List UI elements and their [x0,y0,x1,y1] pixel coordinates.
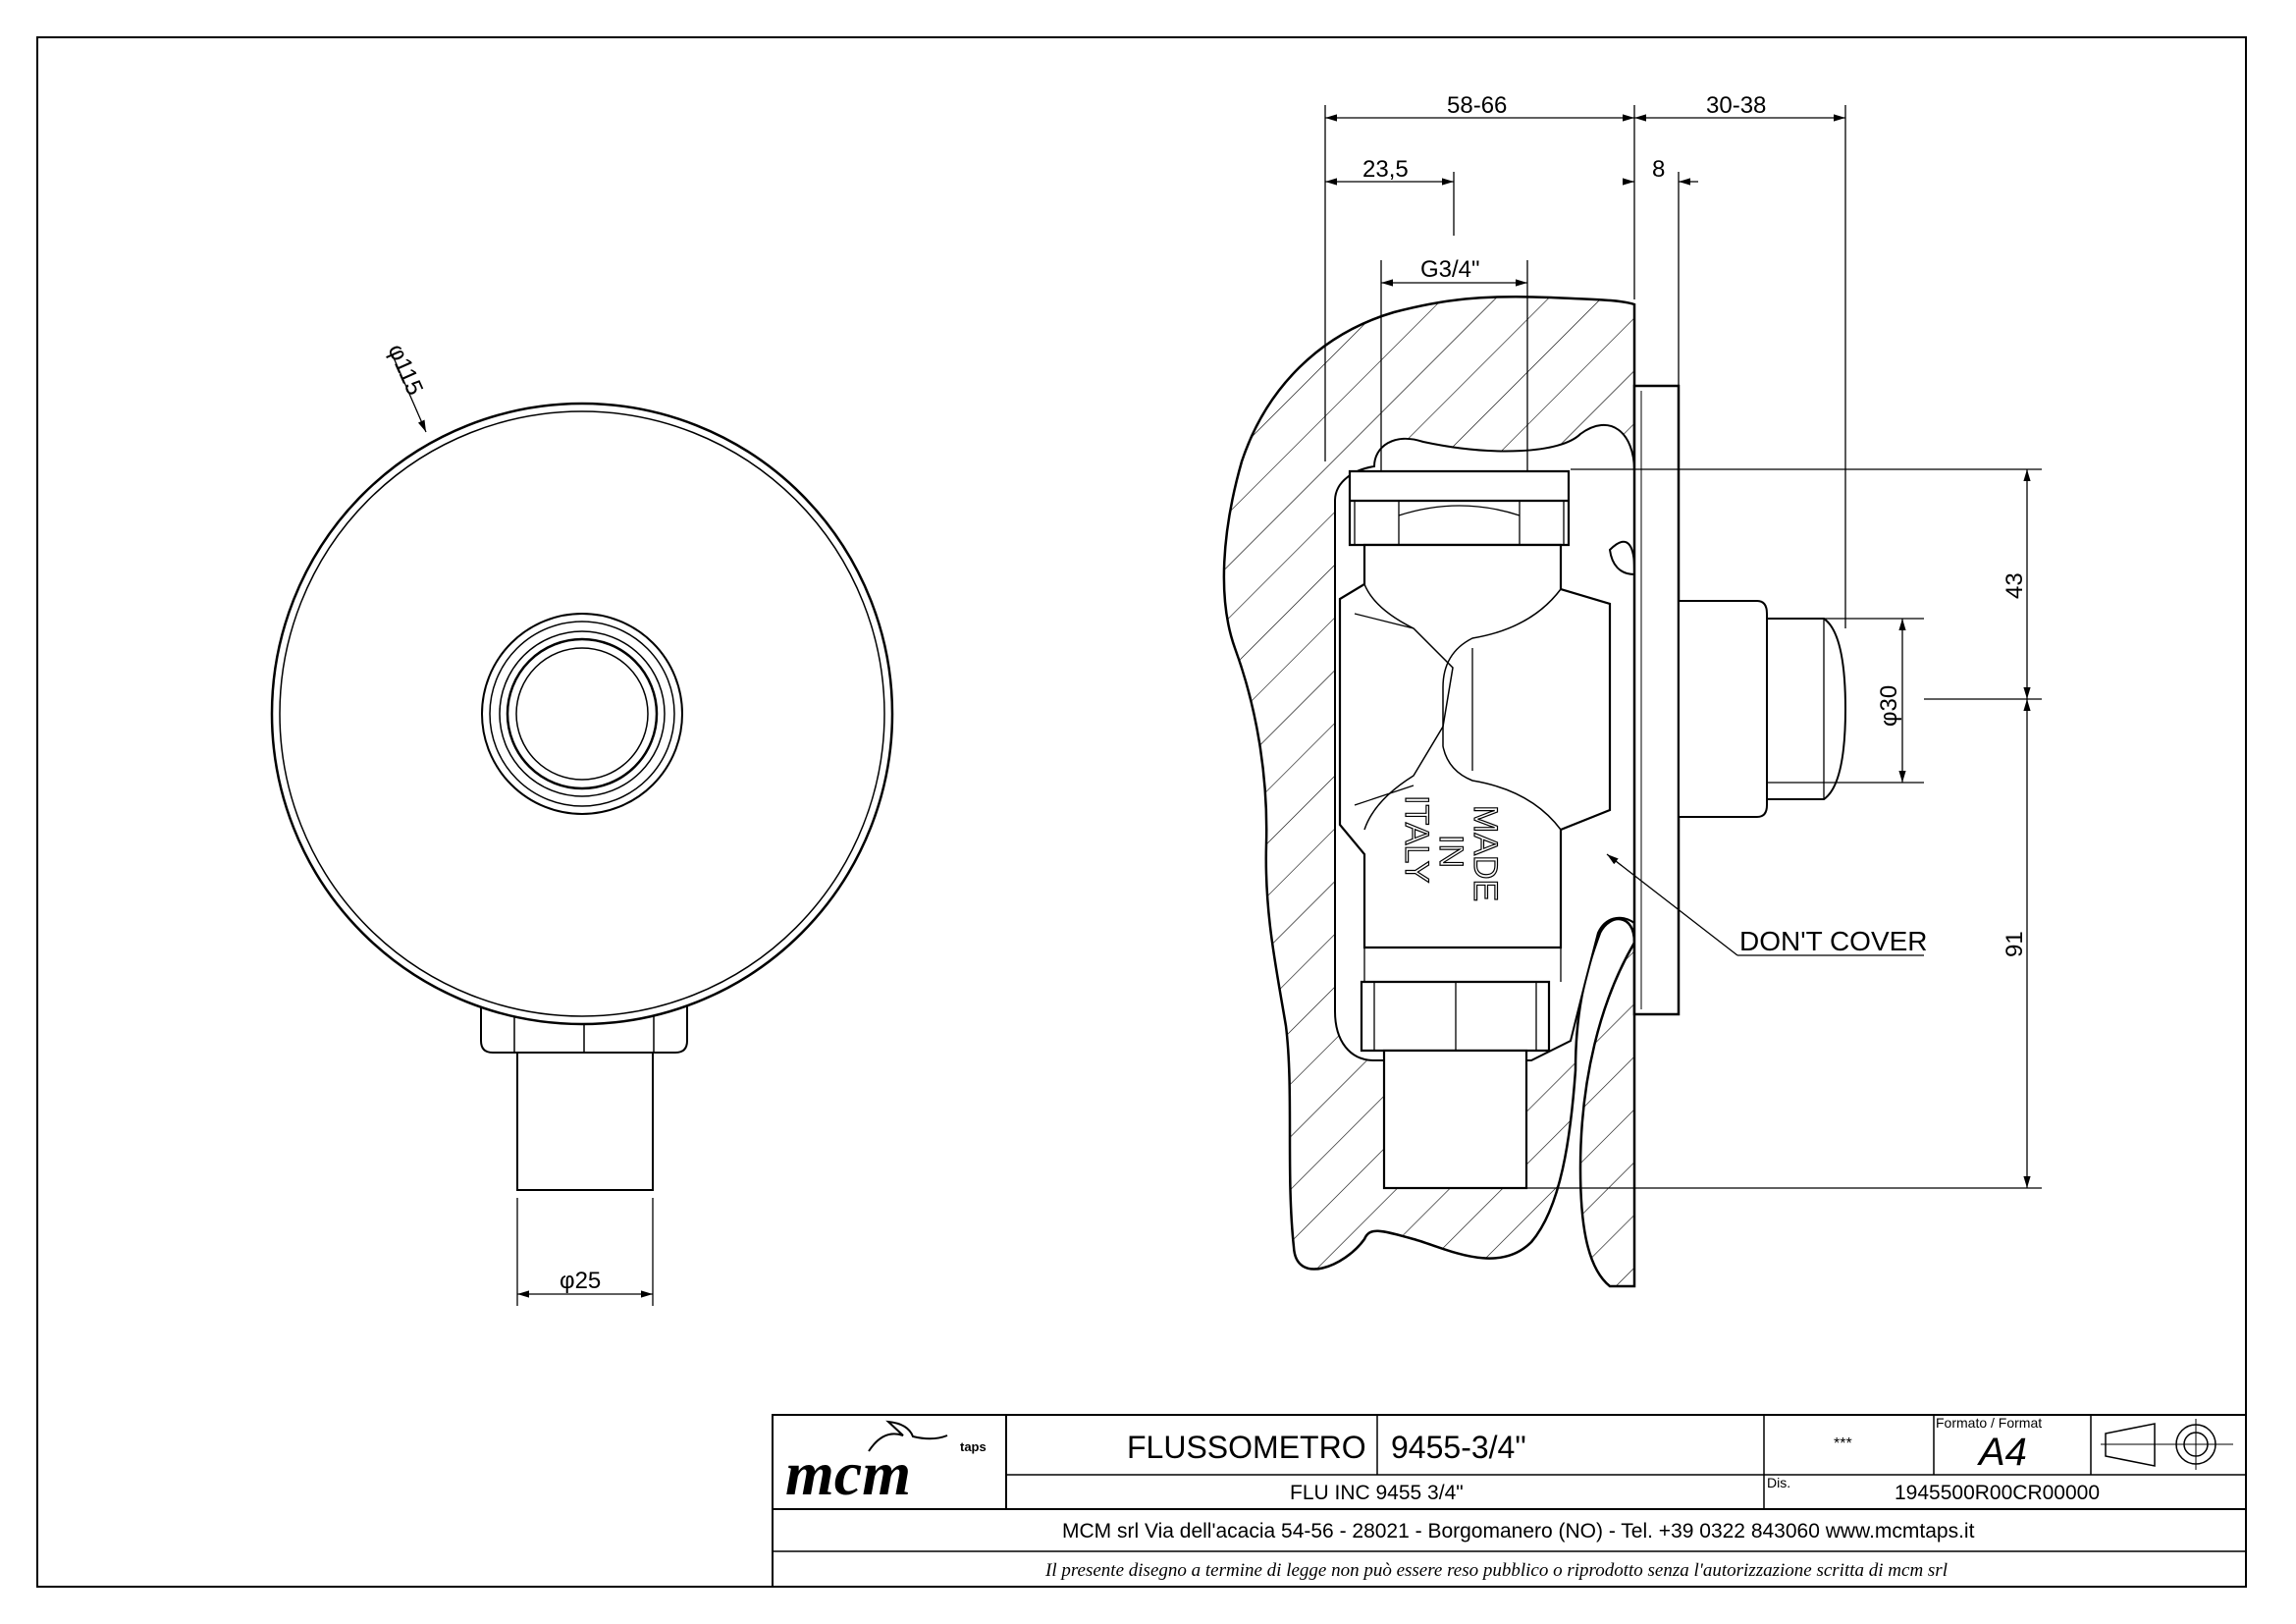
dim-button-diameter: φ30 [1876,685,1902,727]
dont-cover-label: DON'T COVER [1739,926,1928,956]
push-button [1678,600,1768,818]
projection-symbol [2105,1423,2156,1467]
dim-thread: G3/4" [1420,256,1480,283]
title-block [772,1414,2247,1588]
dim-height-upper: 43 [2002,572,2028,599]
stamp-made: MADE [1467,805,1504,901]
push-button-face [515,647,649,781]
dis-label: Dis. [1767,1475,1790,1490]
stamp-in: IN [1432,835,1469,868]
section-view: MADE IN ITALY [1222,295,1924,1288]
logo-text: mcm [785,1438,911,1508]
description: FLU INC 9455 3/4" [1290,1482,1464,1504]
front-pipe [516,1040,654,1191]
format-value: A4 [1977,1431,2027,1474]
company-line: MCM srl Via dell'acacia 54-56 - 28021 - … [1062,1520,1975,1543]
dim-depth-total: 58-66 [1447,92,1507,119]
format-label: Formato / Format [1936,1415,2042,1431]
dim-left-ring-diameter: φ115 [383,340,429,399]
dim-offset-thread: 23,5 [1362,156,1409,183]
dim-depth-cover: 30-38 [1706,92,1766,119]
outlet-pipe [1382,1049,1528,1190]
logo-taps: taps [960,1439,987,1454]
product-name: FLUSSOMETRO [1127,1430,1366,1465]
stamp-italy: ITALY [1398,795,1435,883]
logo-bird-icon [868,1420,948,1452]
drawing-number: 1945500R00CR00000 [1895,1482,2100,1504]
dim-height-lower: 91 [2002,931,2028,957]
rosette-outer-ring [270,402,894,1026]
dim-plate-thickness: 8 [1652,156,1665,183]
valve-top-nut [1348,469,1571,547]
revision: *** [1834,1435,1852,1452]
dim-left-pipe-diameter: φ25 [560,1268,601,1294]
section-dimensions [1324,105,2042,1189]
front-view [270,354,894,1306]
legal-notice: Il presente disegno a termine di legge n… [1044,1560,1948,1581]
product-code: 9455-3/4" [1391,1430,1526,1465]
